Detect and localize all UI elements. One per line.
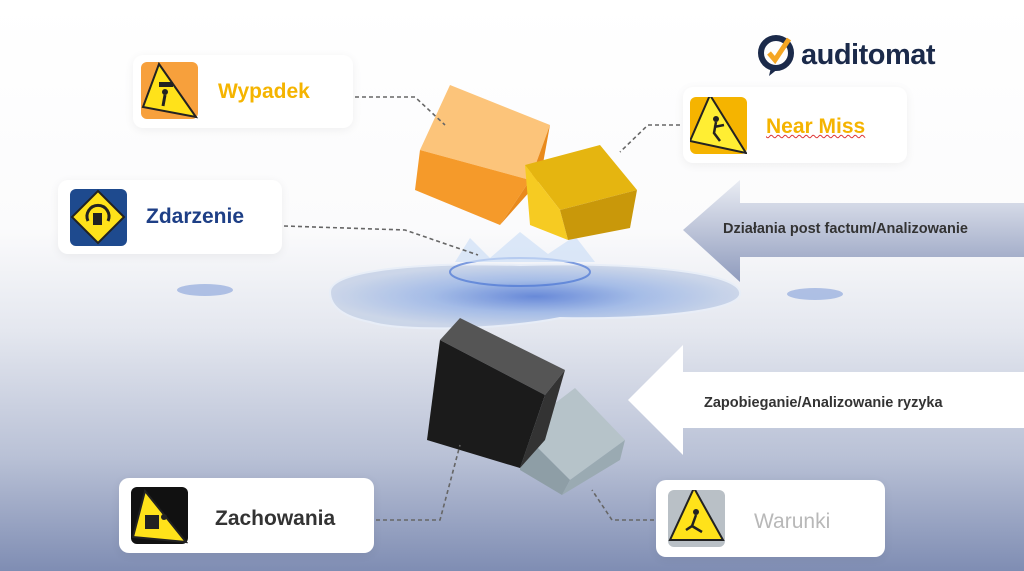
black-cube [427,318,565,468]
falling-object-warning-icon [141,61,199,119]
card-zachowania[interactable]: Zachowania [119,478,374,553]
vehicle-rollover-sign-icon [70,189,127,246]
wypadek-label: Wypadek [218,80,310,103]
prevention-arrow [628,345,1024,455]
card-near-miss[interactable]: Near Miss [683,87,907,163]
card-warunki[interactable]: Warunki [656,480,885,557]
yellow-cube [525,145,637,240]
connectors [283,96,680,521]
slip-warning-icon [688,92,749,155]
prevention-arrow-label: Zapobieganie/Analizowanie ryzyka [704,395,943,411]
post-factum-arrow-label: Działania post factum/Analizowanie [723,221,968,237]
logo-text: auditomat [801,38,936,71]
water-puddle [328,263,742,330]
post-factum-arrow [683,180,1024,282]
warunki-label: Warunki [754,510,831,533]
card-zdarzenie[interactable]: Zdarzenie [58,180,282,254]
near-miss-label: Near Miss [766,115,866,138]
zdarzenie-label: Zdarzenie [146,205,245,228]
logo-check-icon [758,35,794,76]
slip-fall-warning-icon [668,485,725,547]
crushing-hazard-icon [131,487,189,544]
card-wypadek[interactable]: Wypadek [133,55,353,128]
zachowania-label: Zachowania [215,507,336,530]
auditomat-logo: auditomat [757,33,936,77]
